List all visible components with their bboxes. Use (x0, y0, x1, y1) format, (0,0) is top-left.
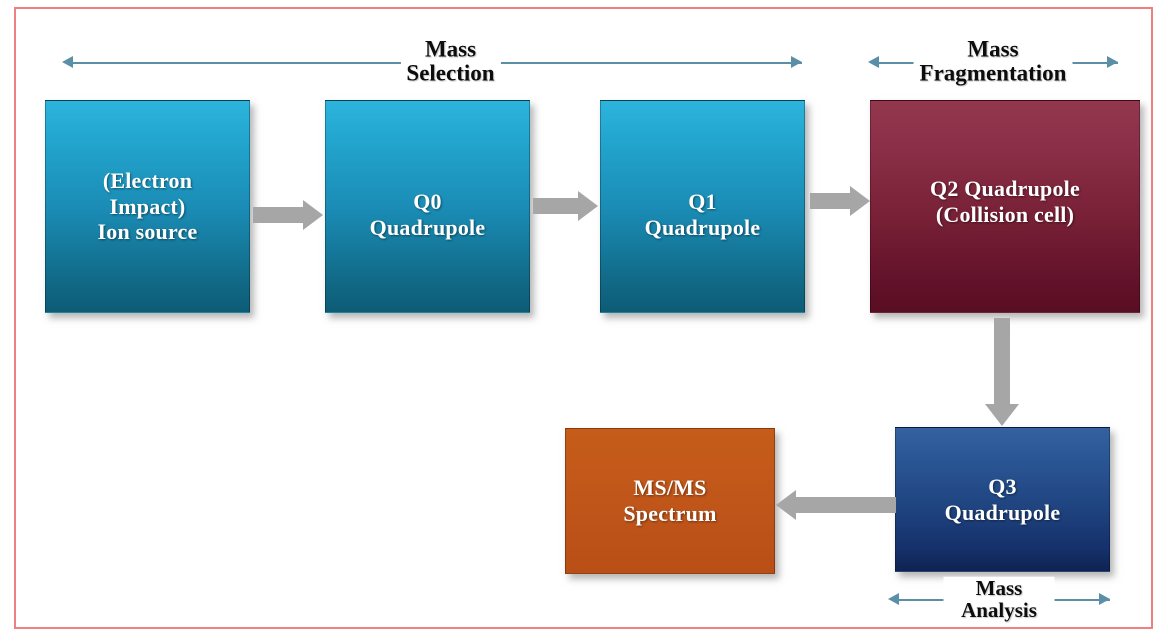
arrow-tip-right-icon (1107, 56, 1118, 68)
span-mass-fragmentation: Mass Fragmentation (868, 37, 1118, 87)
arrow-tip-right-icon (791, 56, 802, 68)
box-q2-collision-cell[interactable]: Q2 Quadrupole (Collision cell) (870, 100, 1140, 313)
box-label-q1-quadrupole: Q1 Quadrupole (644, 188, 761, 240)
span-mass-selection: Mass Selection (62, 37, 802, 87)
arrow-head-icon (303, 200, 323, 230)
box-q0-quadrupole[interactable]: Q0 Quadrupole (325, 100, 530, 313)
span-mass-analysis: Mass Analysis (888, 577, 1110, 622)
box-msms-spectrum[interactable]: MS/MS Spectrum (565, 428, 775, 574)
box-ion-source[interactable]: (Electron Impact) Ion source (45, 100, 250, 313)
arrow-head-icon (776, 490, 796, 520)
arrow-shaft (994, 318, 1010, 406)
arrow-shaft (533, 198, 580, 214)
arrow-shaft (794, 497, 896, 513)
box-label-msms-spectrum: MS/MS Spectrum (623, 475, 717, 526)
arrow-tip-left-icon (888, 593, 899, 605)
connector-ion-source-to-q0 (253, 200, 323, 230)
span-label-mass-selection: Mass Selection (400, 37, 501, 87)
connector-q0-to-q1 (533, 191, 598, 221)
box-label-q3-quadrupole: Q3 Quadrupole (944, 473, 1061, 525)
arrow-tip-right-icon (1099, 593, 1110, 605)
box-label-ion-source: (Electron Impact) Ion source (97, 168, 198, 245)
span-label-mass-analysis: Mass Analysis (943, 577, 1055, 622)
box-q1-quadrupole[interactable]: Q1 Quadrupole (600, 100, 805, 313)
connector-q2-to-q3 (985, 318, 1019, 426)
connector-q1-to-q2 (810, 186, 870, 216)
span-label-mass-fragmentation: Mass Fragmentation (913, 37, 1073, 87)
arrow-tip-left-icon (868, 56, 879, 68)
arrow-shaft (253, 207, 305, 223)
arrow-head-icon (850, 186, 870, 216)
arrow-shaft (810, 193, 852, 209)
connector-q3-to-msms (776, 490, 896, 520)
box-q3-quadrupole[interactable]: Q3 Quadrupole (895, 427, 1110, 572)
box-label-q0-quadrupole: Q0 Quadrupole (369, 188, 486, 240)
box-label-q2-collision-cell: Q2 Quadrupole (Collision cell) (930, 175, 1080, 227)
arrow-head-icon (985, 404, 1019, 426)
arrow-head-icon (578, 191, 598, 221)
arrow-tip-left-icon (62, 56, 73, 68)
